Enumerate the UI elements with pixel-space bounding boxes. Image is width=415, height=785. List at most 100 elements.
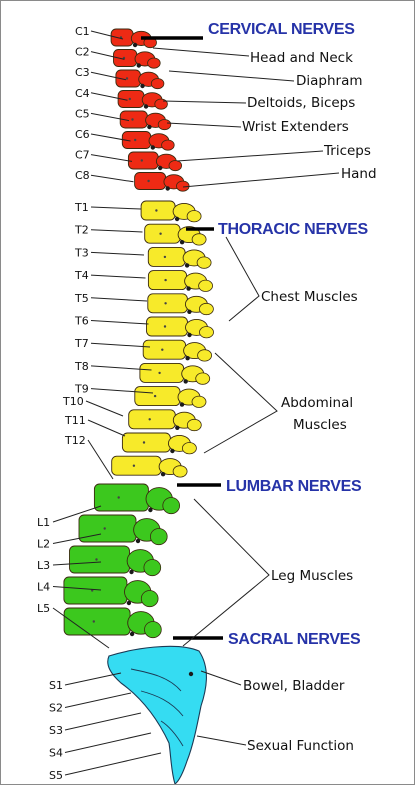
thoracic-nerves-heading: THORACIC NERVES (218, 221, 369, 238)
spinous-process (151, 79, 164, 89)
vertebra-texture-dot (133, 465, 135, 467)
nerve-root-dot (133, 43, 137, 47)
muscle-label-wrist-extenders: Wrist Extenders (242, 119, 349, 135)
vertebra-label: T6 (74, 315, 89, 328)
nerve-root-dot (180, 402, 184, 406)
spinous-process (199, 280, 213, 291)
vertebra-label: S5 (49, 769, 63, 782)
muscle-label-hand: Hand (341, 166, 377, 182)
nerve-root-dot (140, 84, 144, 88)
vertebra-label: L1 (37, 516, 50, 529)
spinous-process (145, 622, 162, 638)
cervical-nerves-heading: CERVICAL NERVES (208, 21, 355, 38)
vertebral-body (143, 340, 185, 359)
muscle-label-deltoids-biceps: Deltoids, Biceps (247, 95, 355, 111)
vertebra-texture-dot (129, 98, 131, 100)
vertebra-label: T7 (74, 337, 89, 350)
vertebra-texture-dot (95, 558, 97, 560)
spinous-process (169, 161, 182, 171)
vertebra-label: T10 (62, 395, 84, 408)
vertebra-texture-dot (164, 256, 166, 258)
vertebra-leader-line (91, 155, 132, 162)
vertebra-texture-dot (131, 118, 133, 120)
vertebral-body (148, 247, 185, 266)
nerve-root-dot (127, 601, 131, 605)
spinous-process (162, 140, 175, 150)
nerve-root-dot (175, 217, 179, 221)
vertebra-texture-dot (164, 279, 166, 281)
vertebra-texture-dot (164, 325, 166, 327)
vertebra-texture-dot (149, 418, 151, 420)
vertebral-body (129, 410, 176, 429)
nerve-root-dot (184, 379, 188, 383)
vertebral-body (148, 271, 186, 290)
spinous-process (199, 303, 213, 314)
vertebra-leader-line (91, 252, 144, 255)
vertebra-label: S2 (49, 702, 63, 715)
vertebral-body (70, 546, 130, 573)
vertebra-label: T11 (64, 414, 86, 427)
vertebra-label: T2 (74, 224, 89, 237)
spinous-process (148, 58, 161, 68)
vertebra-leader-line (65, 733, 151, 753)
sacral-nerves-heading: SACRAL NERVES (228, 631, 361, 648)
lumbar-nerves-heading: LUMBAR NERVES (226, 478, 362, 495)
spinous-process (141, 591, 158, 607)
nerve-root-dot (189, 672, 193, 676)
nerve-root-dot (130, 632, 134, 636)
nerve-root-dot (161, 472, 165, 476)
vertebra-leader-line (91, 275, 146, 278)
nerve-root-dot (175, 426, 179, 430)
muscle-label-sexual-function: Sexual Function (247, 738, 354, 754)
vertebra-texture-dot (155, 209, 157, 211)
vertebra-label: L3 (37, 559, 50, 572)
vertebra-texture-dot (164, 302, 166, 304)
vertebra-texture-dot (118, 496, 120, 498)
vertebra-texture-dot (158, 372, 160, 374)
vertebra-leader-line (91, 298, 147, 301)
vertebra-label: T3 (74, 246, 89, 259)
vertebra-label: S1 (49, 679, 63, 692)
vertebra-texture-dot (161, 349, 163, 351)
vertebral-body (79, 515, 136, 542)
vertebra-texture-dot (126, 77, 128, 79)
spinous-process (158, 120, 171, 130)
vertebra-label: C3 (75, 66, 90, 79)
vertebra-texture-dot (159, 233, 161, 235)
vertebra-label: L2 (37, 538, 50, 551)
vertebral-body (147, 317, 188, 336)
vertebra-label: S3 (49, 724, 63, 737)
muscle-label-diaphram: Diaphram (296, 73, 363, 89)
vertebra-texture-dot (93, 620, 95, 622)
vertebra-label: T12 (64, 434, 86, 447)
vertebra-leader-line (65, 673, 121, 685)
nerve-root-dot (147, 125, 151, 129)
nerve-root-dot (148, 508, 152, 512)
muscle-label-bowel-bladder: Bowel, Bladder (243, 678, 345, 694)
vertebra-labels: C1C2C3C4C5C6C7C8T1T2T3T4T5T6T7T8T9T10T11… (37, 25, 90, 782)
vertebra-texture-dot (141, 159, 143, 161)
spinous-process (150, 529, 167, 545)
vertebra-label: L5 (37, 602, 50, 615)
spinous-process (192, 234, 206, 245)
spinous-process (198, 350, 212, 361)
spinous-process (192, 396, 206, 407)
vertebra-label: L4 (37, 581, 50, 594)
vertebra-texture-dot (147, 180, 149, 182)
muscle-label-triceps: Triceps (323, 143, 371, 159)
nerve-root-dot (185, 356, 189, 360)
nerve-root-dot (151, 145, 155, 149)
nerve-root-dot (158, 166, 162, 170)
spinous-process (155, 99, 168, 109)
vertebra-label: T1 (74, 201, 89, 214)
vertebra-label: T9 (74, 383, 89, 396)
vertebra-leader-line (88, 440, 113, 479)
vertebra-texture-dot (143, 441, 145, 443)
vertebra-leader-line (91, 230, 143, 232)
nerve-root-dot (170, 449, 174, 453)
vertebra-label: C1 (75, 25, 90, 38)
vertebral-body (128, 152, 158, 169)
vertebral-body (140, 363, 184, 382)
